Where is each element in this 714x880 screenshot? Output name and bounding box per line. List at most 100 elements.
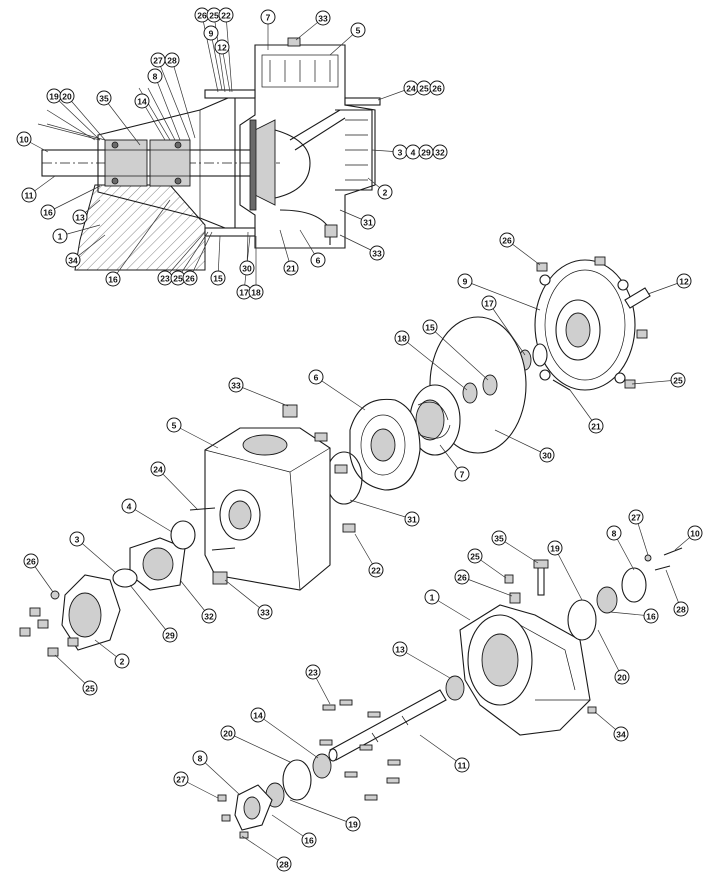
callout-number: 30	[542, 451, 552, 461]
section-callout-32: 32	[432, 144, 448, 160]
callout-circle	[394, 330, 410, 346]
section-callout-10: 10	[16, 131, 32, 147]
exploded-callout-29: 29	[162, 627, 178, 643]
callout-number: 31	[407, 515, 417, 525]
callout-number: 7	[460, 470, 465, 480]
callout-number: 34	[616, 730, 626, 740]
callout-circle	[69, 531, 85, 547]
callout-number: 12	[679, 277, 689, 287]
callout-number: 25	[419, 84, 429, 94]
callout-number: 28	[279, 860, 289, 870]
exploded-callout-27: 27	[628, 509, 644, 525]
section-callout-34: 34	[65, 252, 81, 268]
callout-circle	[134, 93, 150, 109]
section-callout-28: 28	[164, 52, 180, 68]
exploded-callout-13: 13	[392, 641, 408, 657]
callout-circle	[203, 25, 219, 41]
section-callout-31: 31	[360, 214, 376, 230]
callout-number: 16	[646, 612, 656, 622]
exploded-callout-2: 2	[114, 653, 130, 669]
section-callout-21: 21	[283, 260, 299, 276]
exploded-callout-1: 1	[424, 589, 440, 605]
callout-circle	[588, 418, 604, 434]
exploded-callout-28: 28	[673, 601, 689, 617]
callout-number: 15	[213, 274, 223, 284]
callout-number: 19	[550, 544, 560, 554]
section-callout-18: 18	[248, 284, 264, 300]
section-callout-11: 11	[21, 187, 37, 203]
section-view	[41, 37, 381, 271]
exploded-callout-25: 25	[670, 372, 686, 388]
callout-circle	[539, 447, 555, 463]
section-callout-16: 16	[105, 271, 121, 287]
callout-circle	[305, 664, 321, 680]
callout-number: 20	[62, 92, 72, 102]
exploded-callout-11: 11	[454, 757, 470, 773]
callout-circle	[239, 260, 255, 276]
section-callout-33: 33	[315, 10, 331, 26]
callout-number: 35	[99, 94, 109, 104]
exploded-callout-7: 7	[454, 466, 470, 482]
section-callout-27: 27	[150, 52, 166, 68]
callout-circle	[673, 601, 689, 617]
exploded-callout-6: 6	[308, 369, 324, 385]
exploded-callout-20: 20	[220, 725, 236, 741]
callout-number: 5	[356, 26, 361, 36]
callout-number: 6	[314, 373, 319, 383]
callout-number: 11	[25, 191, 34, 201]
exploded-callout-19: 19	[345, 816, 361, 832]
callout-circle	[166, 417, 182, 433]
suction-flange	[61, 574, 121, 651]
exploded-callout-23: 23	[305, 664, 321, 680]
callout-circle	[283, 260, 299, 276]
callout-number: 27	[631, 513, 641, 523]
exploded-view	[19, 256, 683, 839]
callout-circle	[164, 52, 180, 68]
section-callout-33: 33	[369, 245, 385, 261]
callout-circle	[369, 245, 385, 261]
callout-circle	[547, 540, 563, 556]
callout-number: 33	[231, 381, 241, 391]
exploded-callout-33: 33	[228, 377, 244, 393]
callout-number: 8	[198, 754, 203, 764]
section-callout-7: 7	[260, 9, 276, 25]
exploded-callout-12: 12	[676, 273, 692, 289]
callout-number: 20	[223, 729, 233, 739]
callout-number: 9	[209, 29, 214, 39]
callout-circle	[52, 228, 68, 244]
bearing-frame	[459, 604, 591, 736]
callout-circle	[82, 680, 98, 696]
section-callout-16: 16	[40, 204, 56, 220]
callout-number: 29	[165, 631, 175, 641]
callout-circle	[606, 525, 622, 541]
section-callout-25: 25	[416, 80, 432, 96]
callout-circle	[360, 214, 376, 230]
callout-number: 24	[406, 84, 416, 94]
exploded-callout-9: 9	[457, 273, 473, 289]
callout-circle	[429, 80, 445, 96]
callout-number: 10	[19, 135, 29, 145]
callout-circle	[218, 7, 234, 23]
callout-number: 8	[612, 529, 617, 539]
callout-number: 14	[253, 711, 263, 721]
callout-number: 2	[383, 188, 388, 198]
callout-number: 21	[286, 264, 296, 274]
callout-number: 29	[421, 148, 431, 158]
callout-circle	[65, 252, 81, 268]
exploded-callout-26: 26	[454, 569, 470, 585]
callout-circle	[21, 187, 37, 203]
section-callout-24: 24	[403, 80, 419, 96]
callout-circle	[628, 509, 644, 525]
callout-circle	[454, 757, 470, 773]
callout-circle	[173, 771, 189, 787]
callout-circle	[214, 39, 230, 55]
callout-number: 25	[173, 274, 183, 284]
callout-circle	[676, 273, 692, 289]
volute-liner	[349, 398, 421, 491]
callout-number: 26	[502, 236, 512, 246]
bearing-rear	[149, 139, 191, 187]
callout-number: 19	[348, 820, 358, 830]
callout-circle	[377, 184, 393, 200]
section-callout-9: 9	[203, 25, 219, 41]
